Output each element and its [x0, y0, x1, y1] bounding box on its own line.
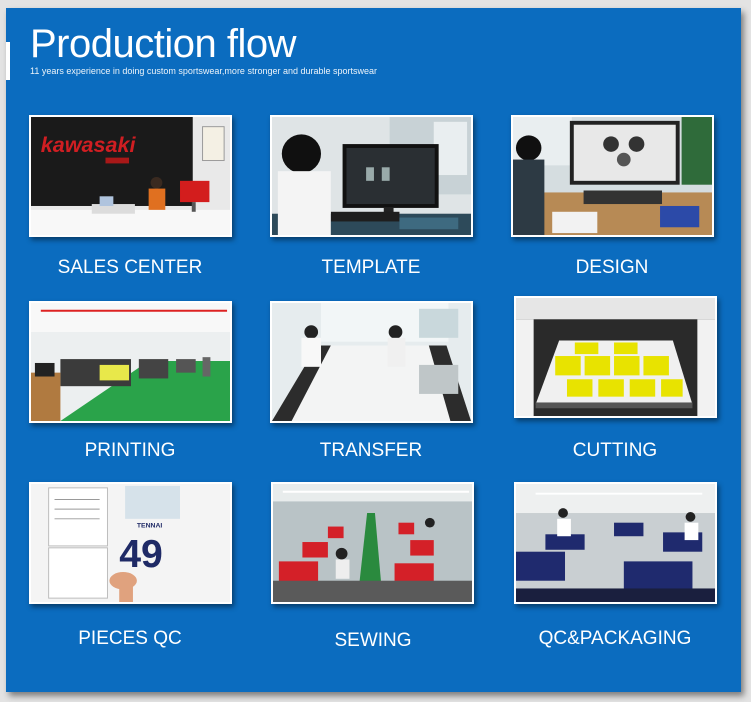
step-label-printing: PRINTING [84, 440, 176, 461]
photo-pieces-qc: TENNAI 49 [29, 482, 232, 604]
photo-template [270, 115, 473, 237]
photo-cutting [514, 296, 717, 418]
step-label-cutting: CUTTING [572, 440, 658, 461]
page-subtitle: 11 years experience in doing custom spor… [30, 66, 378, 76]
step-label-sewing: SEWING [334, 630, 412, 651]
photo-transfer [270, 301, 473, 423]
jersey-number-text: 49 [119, 533, 163, 576]
step-label-pieces-qc: PIECES QC [78, 628, 182, 649]
step-label-template: TEMPLATE [321, 257, 421, 278]
kawasaki-logo-text: kawasaki [41, 133, 137, 157]
step-label-transfer: TRANSFER [319, 440, 423, 461]
photo-sewing [271, 482, 474, 604]
jersey-name-text: TENNAI [137, 523, 163, 530]
title-accent-bar [6, 42, 10, 80]
step-label-sales-center: SALES CENTER [57, 257, 203, 278]
page-title: Production flow [30, 22, 296, 66]
step-label-qc-packaging: QC&PACKAGING [538, 628, 692, 649]
photo-printing [29, 301, 232, 423]
photo-qc-packaging [514, 482, 717, 604]
photo-design [511, 115, 714, 237]
production-flow-panel: Production flow 11 years experience in d… [6, 8, 741, 692]
photo-sales-center: kawasaki [29, 115, 232, 237]
step-label-design: DESIGN [575, 257, 649, 278]
